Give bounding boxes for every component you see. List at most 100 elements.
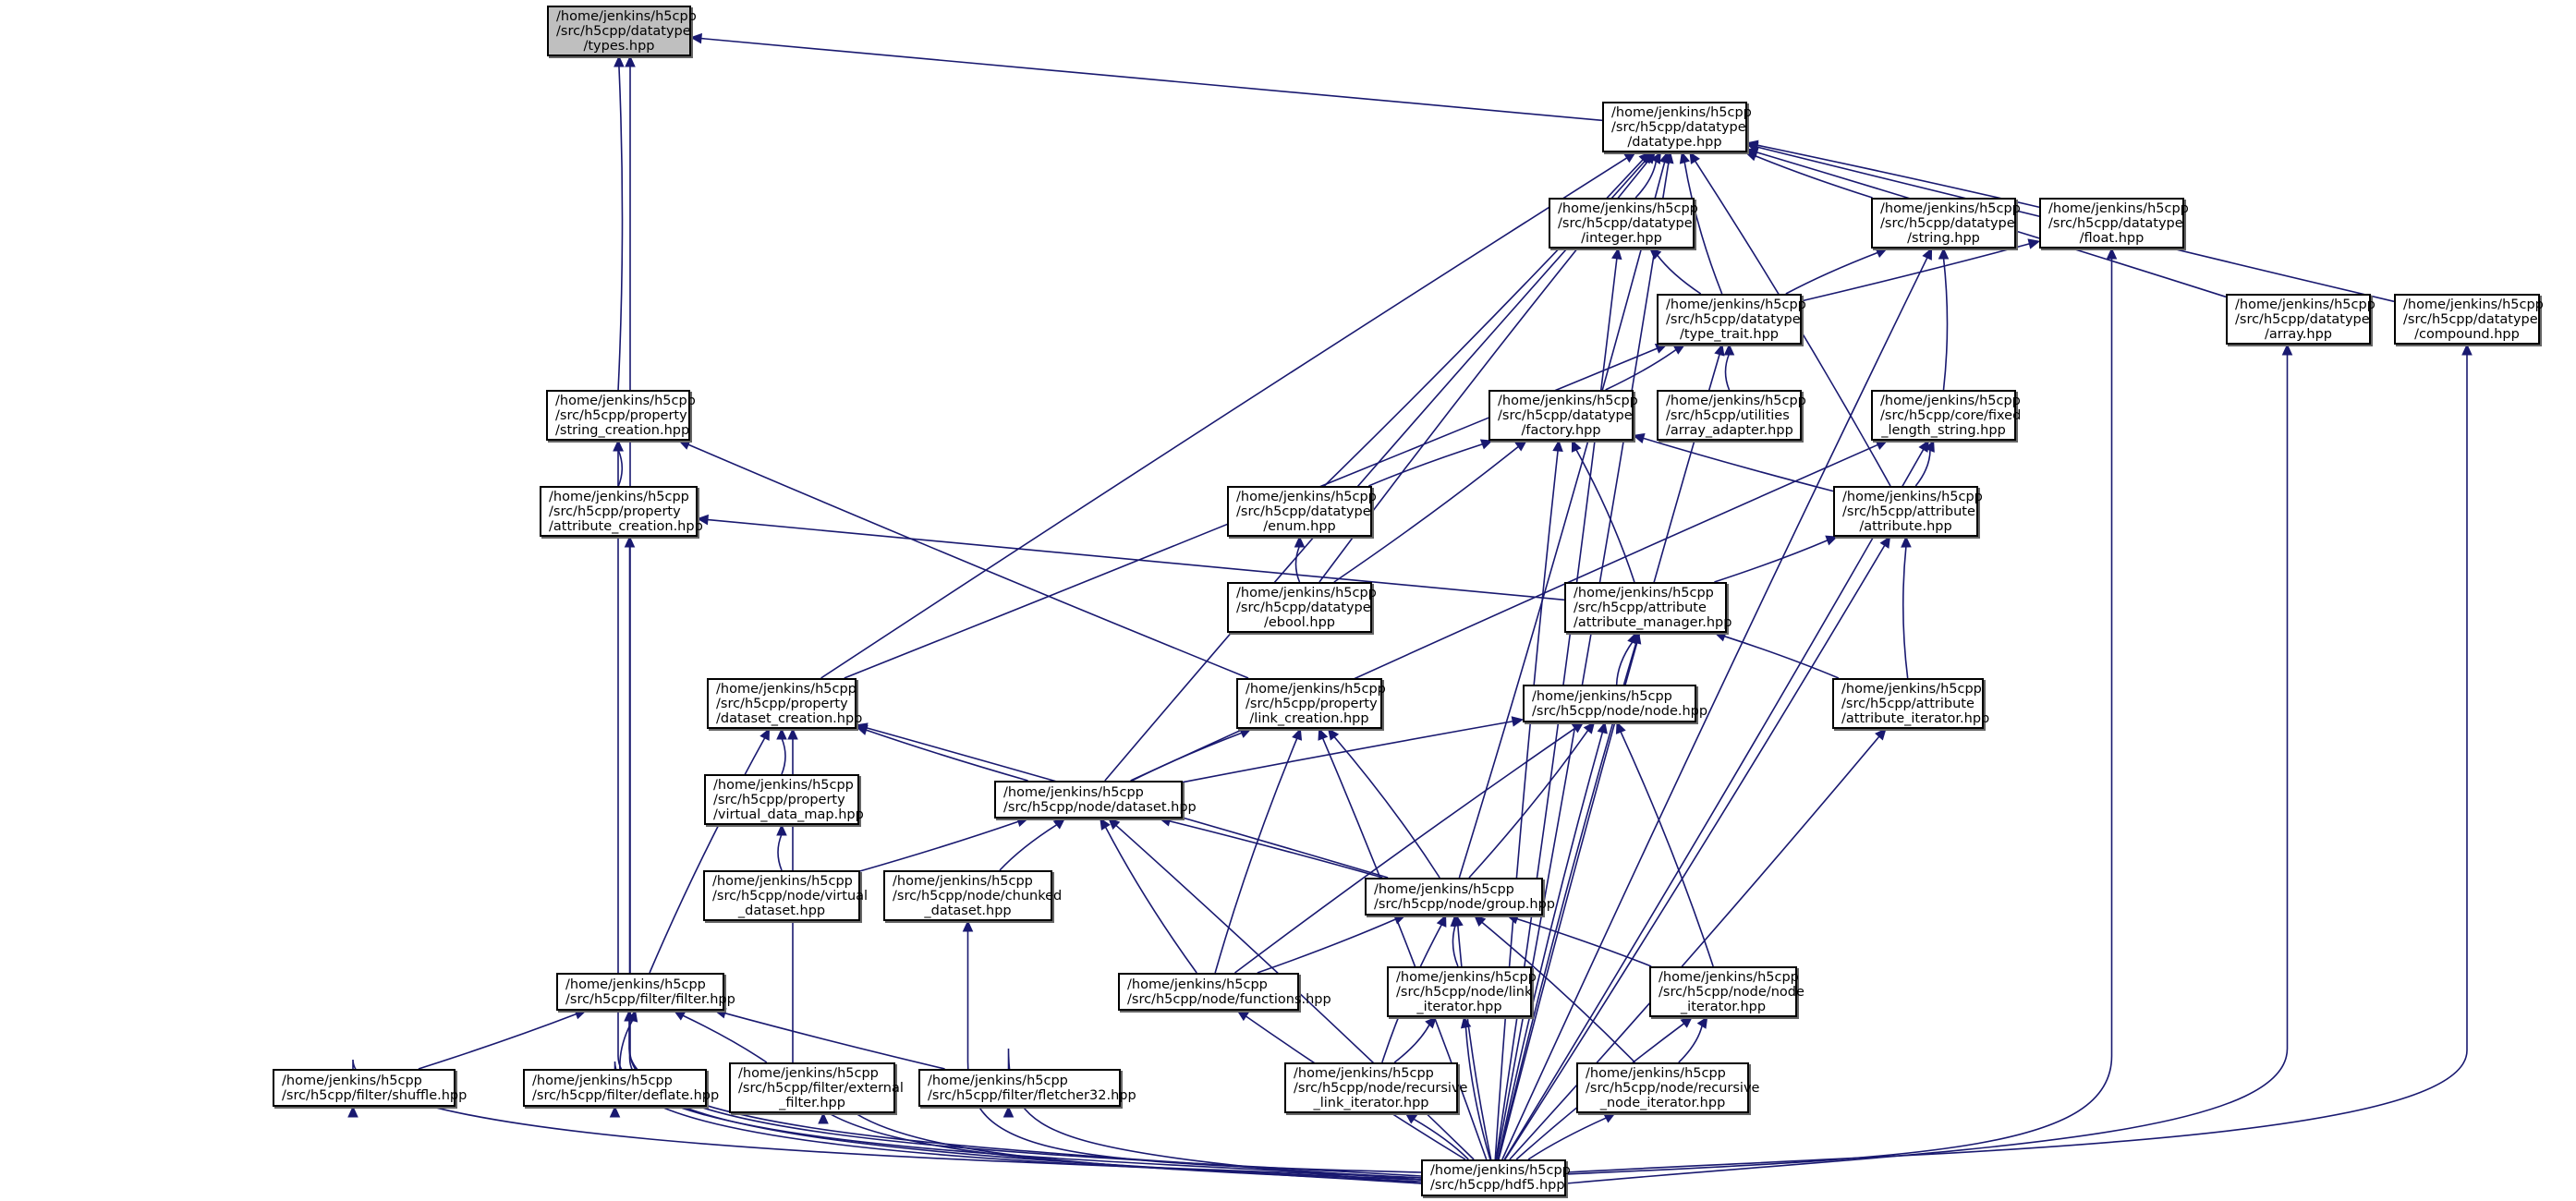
node-label-line: /src/h5cpp/datatype — [1611, 119, 1746, 135]
arrowhead-icon — [1511, 716, 1525, 727]
graph-node-string[interactable]: /home/jenkins/h5cpp/src/h5cpp/datatype/s… — [1871, 198, 2021, 249]
arrowhead-icon — [1745, 141, 1759, 152]
graph-node-fletcher32[interactable]: /home/jenkins/h5cpp/src/h5cpp/filter/fle… — [918, 1069, 1136, 1107]
node-label-line: /src/h5cpp/node/link — [1396, 984, 1533, 1000]
edge-shuffle-to-filter — [418, 1013, 577, 1070]
node-label-line: /home/jenkins/h5cpp — [1374, 881, 1514, 897]
graph-node-hdf5[interactable]: /home/jenkins/h5cpp/src/h5cpp/hdf5.hpp — [1421, 1159, 1571, 1196]
node-label-line: /home/jenkins/h5cpp — [1396, 969, 1537, 985]
edge-dataset-to-fixed_length_string — [1130, 443, 1879, 782]
graph-node-recursive-link-iterator[interactable]: /home/jenkins/h5cpp/src/h5cpp/node/recur… — [1284, 1062, 1467, 1113]
arrowhead-icon — [1052, 818, 1066, 830]
graph-node-deflate[interactable]: /home/jenkins/h5cpp/src/h5cpp/filter/def… — [523, 1069, 719, 1107]
edge-datatype-to-types — [699, 37, 1603, 122]
graph-node-ebool[interactable]: /home/jenkins/h5cpp/src/h5cpp/datatype/e… — [1227, 582, 1377, 633]
graph-node-node[interactable]: /home/jenkins/h5cpp/src/h5cpp/node/node.… — [1523, 685, 1707, 722]
node-label-line: /home/jenkins/h5cpp — [893, 873, 1033, 889]
edge-string_creation-to-types — [617, 65, 624, 391]
arrowhead-icon — [1597, 721, 1608, 734]
graph-node-array-adapter[interactable]: /home/jenkins/h5cpp/src/h5cpp/utilities/… — [1657, 390, 1806, 441]
graph-node-link-creation[interactable]: /home/jenkins/h5cpp/src/h5cpp/property/l… — [1236, 678, 1386, 729]
node-label-line: /home/jenkins/h5cpp — [1236, 585, 1377, 600]
node-label-line: /src/h5cpp/core/fixed — [1880, 407, 2022, 423]
edge-ebool-to-factory — [1333, 445, 1520, 583]
graph-node-functions[interactable]: /home/jenkins/h5cpp/src/h5cpp/node/funct… — [1118, 973, 1331, 1011]
node-label-line: /home/jenkins/h5cpp — [1880, 393, 2021, 408]
edge-group-to-dataset — [1168, 819, 1383, 879]
arrowhead-icon — [1514, 440, 1528, 452]
arrowhead-icon — [1663, 151, 1674, 164]
graph-node-attribute-manager[interactable]: /home/jenkins/h5cpp/src/h5cpp/attribute/… — [1564, 582, 1732, 633]
arrowhead-icon — [1879, 535, 1891, 549]
node-label-line: /attribute_creation.hpp — [549, 518, 703, 534]
node-label-line: /home/jenkins/h5cpp — [532, 1073, 673, 1088]
edge-hdf5-to-recursive_link_iterator — [1413, 1118, 1469, 1160]
graph-node-fixed-length-string[interactable]: /home/jenkins/h5cpp/src/h5cpp/core/fixed… — [1871, 390, 2022, 441]
edge-group-to-node — [1468, 729, 1589, 879]
node-label-line: /src/h5cpp/datatype — [1880, 215, 2015, 231]
node-label-line: /array.hpp — [2264, 326, 2333, 342]
graph-node-float[interactable]: /home/jenkins/h5cpp/src/h5cpp/datatype/f… — [2039, 198, 2189, 249]
edge-functions-to-link_creation — [1214, 737, 1298, 974]
arrowhead-icon — [1723, 343, 1735, 356]
edge-filter-to-dataset_creation — [649, 736, 766, 974]
arrowhead-icon — [759, 727, 771, 741]
edge-type_trait-to-integer — [1656, 254, 1702, 295]
edge-fletcher32-to-filter — [723, 1012, 945, 1070]
arrowhead-icon — [1825, 535, 1839, 546]
node-label-line: /src/h5cpp/datatype — [1236, 503, 1371, 519]
edge-hdf5-to-compound — [1565, 353, 2468, 1173]
node-label-line: _node_iterator.hpp — [1599, 1095, 1726, 1110]
node-label-line: /home/jenkins/h5cpp — [1659, 969, 1799, 985]
node-label-line: /home/jenkins/h5cpp — [549, 489, 689, 504]
edge-virtual_data_map-to-dataset_creation — [781, 737, 786, 775]
arrowhead-icon — [677, 440, 691, 450]
arrowhead-icon — [1689, 151, 1700, 164]
graph-node-filter[interactable]: /home/jenkins/h5cpp/src/h5cpp/filter/fil… — [556, 973, 735, 1011]
graph-node-virtual-dataset[interactable]: /home/jenkins/h5cpp/src/h5cpp/node/virtu… — [703, 870, 868, 921]
arrowhead-icon — [1648, 248, 1662, 260]
node-label-line: /src/h5cpp/property — [549, 503, 681, 519]
node-label-line: /home/jenkins/h5cpp — [1611, 104, 1752, 120]
node-label-line: /src/h5cpp/filter/filter.hpp — [565, 991, 735, 1007]
node-label-line: /home/jenkins/h5cpp — [1841, 681, 1982, 697]
graph-node-dataset-creation[interactable]: /home/jenkins/h5cpp/src/h5cpp/property/d… — [707, 678, 862, 729]
graph-node-compound[interactable]: /home/jenkins/h5cpp/src/h5cpp/datatype/c… — [2394, 294, 2544, 345]
arrowhead-icon — [1875, 248, 1889, 258]
graph-node-array[interactable]: /home/jenkins/h5cpp/src/h5cpp/datatype/a… — [2226, 294, 2376, 345]
graph-node-chunked-dataset[interactable]: /home/jenkins/h5cpp/src/h5cpp/node/chunk… — [883, 870, 1062, 921]
graph-node-group[interactable]: /home/jenkins/h5cpp/src/h5cpp/node/group… — [1365, 878, 1555, 916]
node-label-line: /compound.hpp — [2414, 326, 2520, 342]
graph-node-node-iterator[interactable]: /home/jenkins/h5cpp/src/h5cpp/node/node_… — [1649, 966, 1804, 1017]
graph-node-attribute-creation[interactable]: /home/jenkins/h5cpp/src/h5cpp/property/a… — [540, 486, 703, 537]
arrowhead-icon — [1236, 1010, 1250, 1022]
graph-node-attribute[interactable]: /home/jenkins/h5cpp/src/h5cpp/attribute/… — [1833, 486, 1983, 537]
graph-node-type-trait[interactable]: /home/jenkins/h5cpp/src/h5cpp/datatype/t… — [1657, 294, 1806, 345]
graph-node-recursive-node-iterator[interactable]: /home/jenkins/h5cpp/src/h5cpp/node/recur… — [1576, 1062, 1759, 1113]
arrowhead-icon — [1318, 727, 1329, 741]
node-label-line: /src/h5cpp/datatype — [1666, 311, 1801, 327]
edge-hdf5-to-attribute_iterator — [1509, 735, 1881, 1160]
graph-node-shuffle[interactable]: /home/jenkins/h5cpp/src/h5cpp/filter/shu… — [273, 1069, 467, 1107]
arrowhead-icon — [625, 55, 636, 67]
node-label-line: _iterator.hpp — [1416, 999, 1502, 1014]
graph-node-enum[interactable]: /home/jenkins/h5cpp/src/h5cpp/datatype/e… — [1227, 486, 1377, 537]
graph-node-link-iterator[interactable]: /home/jenkins/h5cpp/src/h5cpp/node/link_… — [1387, 966, 1537, 1017]
arrowhead-icon — [613, 439, 624, 452]
graph-node-datatype[interactable]: /home/jenkins/h5cpp/src/h5cpp/datatype/d… — [1602, 102, 1752, 152]
node-label-line: /home/jenkins/h5cpp — [2403, 297, 2544, 312]
edge-link_creation-to-string_creation — [687, 443, 1249, 679]
node-label-line: /home/jenkins/h5cpp — [716, 681, 857, 697]
arrowhead-icon — [1404, 1112, 1418, 1124]
node-label-line: /home/jenkins/h5cpp — [1498, 393, 1638, 408]
node-label-line: /home/jenkins/h5cpp — [1003, 784, 1144, 800]
arrowhead-icon — [787, 727, 798, 740]
graph-node-integer[interactable]: /home/jenkins/h5cpp/src/h5cpp/datatype/i… — [1549, 198, 1698, 249]
graph-node-dataset[interactable]: /home/jenkins/h5cpp/src/h5cpp/node/datas… — [994, 781, 1197, 819]
graph-node-string-creation[interactable]: /home/jenkins/h5cpp/src/h5cpp/property/s… — [546, 390, 696, 441]
edge-string-to-datatype — [1754, 154, 1873, 199]
graph-node-factory[interactable]: /home/jenkins/h5cpp/src/h5cpp/datatype/f… — [1488, 390, 1638, 441]
graph-node-virtual-data-map[interactable]: /home/jenkins/h5cpp/src/h5cpp/property/v… — [704, 774, 864, 825]
graph-node-attribute-iterator[interactable]: /home/jenkins/h5cpp/src/h5cpp/attribute/… — [1832, 678, 1989, 729]
graph-node-external-filter[interactable]: /home/jenkins/h5cpp/src/h5cpp/filter/ext… — [729, 1062, 904, 1113]
